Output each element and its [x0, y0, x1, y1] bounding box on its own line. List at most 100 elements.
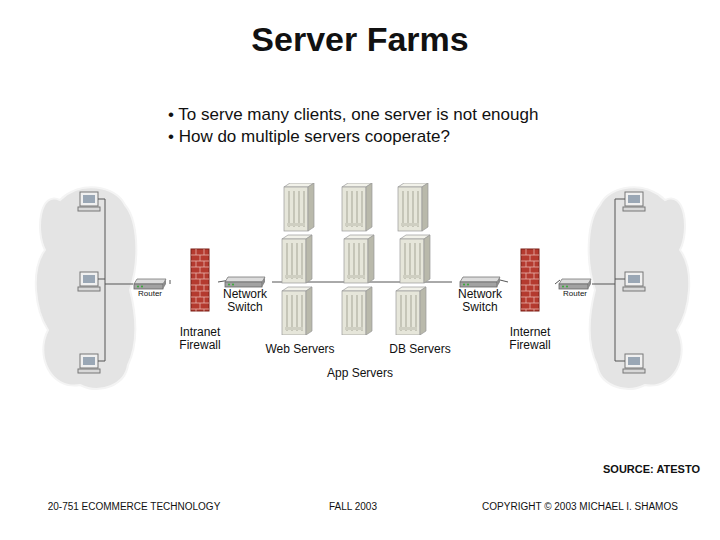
slide-text: COPYRIGHT © 2003 MICHAEL I. SHAMOS: [450, 501, 710, 513]
pc-icon: [83, 195, 95, 203]
brick-joint: [534, 285, 535, 291]
brick-joint: [196, 249, 197, 255]
router: Router: [130, 278, 170, 299]
brick-joint: [530, 303, 531, 309]
network-switch: Network Switch: [452, 276, 508, 315]
tower-side: [422, 183, 428, 231]
tower-base: [345, 223, 363, 226]
pc-icon: [615, 192, 645, 211]
pc-icon: [628, 275, 640, 283]
pc-icon: [78, 207, 100, 211]
device-front: [134, 284, 163, 289]
node-label: App Servers: [322, 367, 398, 380]
slide-text: 20-751 ECOMMERCE TECHNOLOGY: [24, 501, 244, 513]
tower-groove: [302, 243, 303, 279]
pc-icon: [628, 357, 640, 365]
device-side: [262, 277, 265, 287]
tower-side: [424, 235, 430, 283]
brick-wall: [521, 249, 539, 311]
tower-front: [398, 187, 422, 231]
tower-groove: [304, 191, 305, 227]
server-column-icon: [322, 183, 398, 335]
device-side: [588, 279, 591, 289]
tower-side: [366, 287, 372, 335]
tower-base: [347, 275, 365, 278]
tower-groove: [405, 243, 406, 279]
tower-front: [400, 239, 424, 283]
device-side: [163, 279, 166, 289]
device-front: [460, 282, 497, 287]
tower-groove: [294, 191, 295, 227]
device-led: [562, 286, 564, 288]
cloud-shape: [589, 187, 690, 389]
tower-groove: [411, 295, 412, 331]
tower-groove: [349, 243, 350, 279]
device-led: [228, 284, 230, 286]
pc-icon: [78, 272, 105, 291]
tower-groove: [354, 243, 355, 279]
brick-joint: [534, 297, 535, 303]
node-label: Internet Firewall: [500, 326, 560, 353]
pc-icon: [78, 192, 105, 211]
tower-front: [342, 291, 366, 335]
tower-groove: [299, 191, 300, 227]
tower-groove: [347, 295, 348, 331]
node-label: DB Servers: [382, 343, 458, 356]
brick-joint: [204, 309, 205, 312]
tower-groove: [289, 191, 290, 227]
tower-groove: [415, 243, 416, 279]
tower-groove: [362, 295, 363, 331]
tower-groove: [302, 295, 303, 331]
network-device-icon: [459, 276, 501, 288]
pc-icon: [625, 354, 643, 368]
pc-icon: [615, 354, 645, 373]
brick-joint: [526, 273, 527, 279]
tower-groove: [364, 243, 365, 279]
node-label: Web Servers: [262, 343, 338, 356]
tower-groove: [292, 295, 293, 331]
device-top: [460, 277, 500, 282]
tower-groove: [357, 191, 358, 227]
pc-icon: [78, 369, 100, 373]
client-cloud: [589, 187, 690, 389]
pc-icon: [78, 287, 100, 291]
brick-joint: [526, 261, 527, 267]
brick-joint: [526, 297, 527, 303]
brick-joint: [530, 279, 531, 285]
firewall-icon: [520, 248, 540, 312]
network-device-icon: [558, 278, 592, 290]
brick-joint: [534, 273, 535, 279]
brick-joint: [196, 297, 197, 303]
tower-groove: [418, 191, 419, 227]
tower-front: [396, 291, 420, 335]
brick-joint: [530, 291, 531, 297]
pc-icon: [98, 279, 105, 280]
slide-text: • How do multiple servers cooperate?: [168, 127, 668, 147]
device-led: [463, 284, 465, 286]
device-led: [566, 286, 568, 288]
router: Router: [555, 278, 595, 299]
cloud-shape: [36, 187, 137, 389]
pc-icon: [615, 279, 625, 280]
pc-icon: [80, 192, 98, 206]
brick-joint: [200, 279, 201, 285]
tower-groove: [292, 243, 293, 279]
pc-icon: [623, 287, 645, 291]
brick-joint: [200, 267, 201, 273]
pc-icon: [615, 272, 645, 291]
network-device-icon: [224, 276, 266, 288]
server-group: DB Servers: [382, 183, 458, 356]
tower-groove: [359, 243, 360, 279]
brick-joint: [196, 273, 197, 279]
brick-joint: [534, 309, 535, 312]
brick-joint: [530, 267, 531, 273]
slide-text: SOURCE: ATESTO: [540, 463, 700, 476]
pc-icon: [83, 357, 95, 365]
brick-joint: [204, 285, 205, 291]
node-label: Router: [130, 290, 170, 299]
tower-groove: [362, 191, 363, 227]
pc-icon: [80, 272, 98, 286]
tower-groove: [406, 295, 407, 331]
pc-icon: [80, 354, 98, 368]
